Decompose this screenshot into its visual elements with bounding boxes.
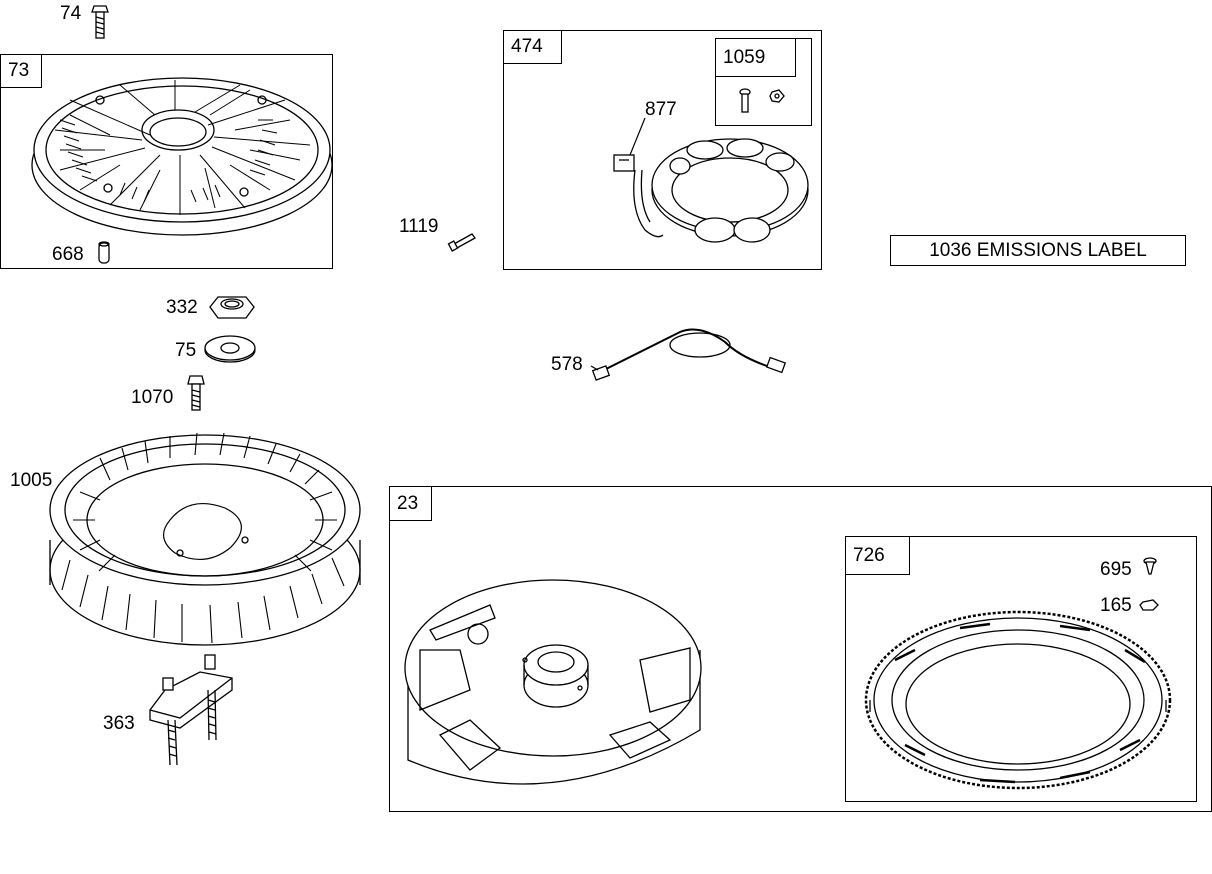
stator-474-drawing — [613, 138, 809, 243]
bolt-1070-drawing — [187, 375, 205, 411]
hardware-1059-drawing — [739, 88, 785, 113]
part-label-877: 877 — [645, 99, 677, 120]
screw-695-drawing — [1143, 557, 1157, 575]
part-label-75: 75 — [175, 340, 197, 361]
leader-578 — [590, 365, 599, 371]
part-label-1119: 1119 — [399, 216, 439, 237]
fan-1005-drawing — [49, 432, 361, 646]
group-box-73: 73 — [0, 54, 333, 269]
group-box-726: 726 — [845, 536, 1197, 802]
group-box-1059: 1059 — [715, 38, 812, 126]
washer-75-drawing — [204, 335, 256, 363]
emissions-label-box: 1036 EMISSIONS LABEL — [890, 235, 1186, 266]
part-label-165: 165 — [1100, 595, 1132, 616]
flywheel-23-drawing — [404, 579, 702, 785]
group-tag-1059: 1059 — [716, 39, 796, 77]
group-tag-726: 726 — [846, 537, 910, 575]
part-label-332: 332 — [166, 297, 198, 318]
part-label-1070: 1070 — [131, 387, 174, 408]
group-tag-23: 23 — [390, 487, 432, 521]
bolt-74-drawing — [91, 5, 109, 39]
leader-877 — [629, 117, 646, 156]
ring-gear-726-drawing — [864, 610, 1172, 790]
part-label-695: 695 — [1100, 559, 1132, 580]
part-label-363: 363 — [103, 713, 135, 734]
part-label-1005: 1005 — [10, 470, 53, 491]
rotating-screen-73-drawing — [31, 77, 333, 236]
emissions-label-text: 1036 EMISSIONS LABEL — [929, 239, 1147, 261]
bracket-363-drawing — [149, 654, 233, 766]
part-label-578: 578 — [551, 354, 583, 375]
group-box-474: 474 — [503, 30, 822, 270]
group-tag-474: 474 — [504, 31, 562, 64]
nut-165-drawing — [1139, 599, 1159, 611]
group-tag-73: 73 — [1, 55, 42, 88]
bolt-1119-drawing — [447, 233, 476, 252]
pin-668-drawing — [98, 241, 110, 264]
part-label-668: 668 — [52, 244, 84, 265]
part-label-74: 74 — [60, 3, 82, 24]
nut-332-drawing — [209, 296, 255, 319]
